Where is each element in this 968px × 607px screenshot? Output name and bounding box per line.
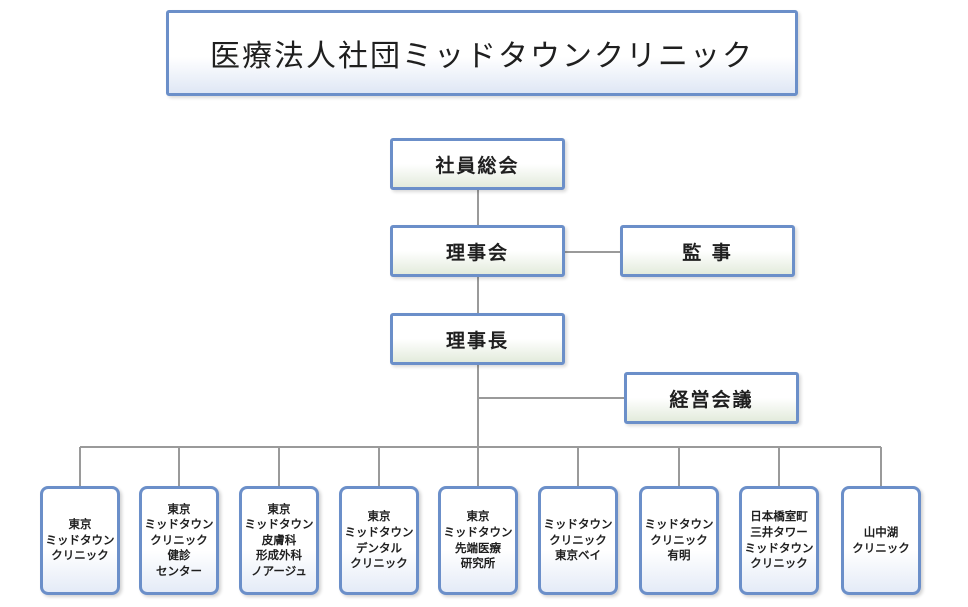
- node-board-label: 理事会: [445, 241, 509, 264]
- clinic-box: ミッドタウン クリニック 東京ベイ: [538, 486, 618, 595]
- clinic-box: 日本橋室町 三井タワー ミッドタウン クリニック: [739, 486, 819, 595]
- node-general-meeting-label: 社員総会: [435, 154, 520, 177]
- node-chairman: 理事長: [390, 313, 565, 365]
- clinic-label: ミッドタウン クリニック 有明: [644, 517, 714, 563]
- clinic-label: ミッドタウン クリニック 東京ベイ: [543, 517, 613, 563]
- org-title-text: 医療法人社団ミッドタウンクリニック: [210, 39, 754, 74]
- clinic-box: 東京 ミッドタウン クリニック 健診 センター: [139, 486, 219, 595]
- clinic-box: 東京 ミッドタウン デンタル クリニック: [339, 486, 419, 595]
- clinic-label: 山中湖 クリニック: [852, 524, 910, 555]
- clinic-box: 山中湖 クリニック: [841, 486, 921, 595]
- clinic-box: 東京 ミッドタウン 皮膚科 形成外科 ノアージュ: [239, 486, 319, 595]
- org-title: 医療法人社団ミッドタウンクリニック: [166, 10, 798, 96]
- clinic-label: 東京 ミッドタウン 皮膚科 形成外科 ノアージュ: [244, 501, 314, 578]
- clinic-label: 東京 ミッドタウン クリニック: [45, 517, 115, 563]
- clinic-box: ミッドタウン クリニック 有明: [639, 486, 719, 595]
- clinic-label: 東京 ミッドタウン デンタル クリニック: [344, 509, 414, 571]
- clinic-label: 東京 ミッドタウン 先端医療 研究所: [443, 509, 513, 571]
- node-auditor: 監 事: [620, 225, 795, 277]
- node-auditor-label: 監 事: [682, 241, 733, 264]
- node-management-meeting: 経営会議: [624, 372, 799, 424]
- node-chairman-label: 理事長: [445, 329, 509, 352]
- clinic-box: 東京 ミッドタウン 先端医療 研究所: [438, 486, 518, 595]
- node-general-meeting: 社員総会: [390, 138, 565, 190]
- clinic-label: 日本橋室町 三井タワー ミッドタウン クリニック: [744, 509, 814, 571]
- clinic-label: 東京 ミッドタウン クリニック 健診 センター: [144, 501, 214, 578]
- node-management-meeting-label: 経営会議: [669, 388, 754, 411]
- clinic-box: 東京 ミッドタウン クリニック: [40, 486, 120, 595]
- node-board: 理事会: [390, 225, 565, 277]
